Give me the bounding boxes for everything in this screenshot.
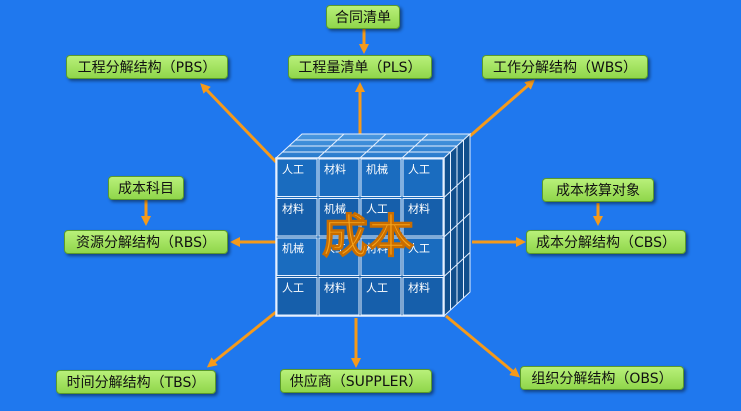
cube-cell-label: 机械 [366, 162, 388, 176]
arrow-cube-to-tbs [206, 310, 277, 368]
cube-cell [318, 198, 360, 237]
cube-cell [318, 237, 360, 276]
node-wbs: 工作分解结构（WBS） [482, 55, 648, 79]
cube-cell [360, 158, 402, 197]
cube-cell-label: 人工 [324, 242, 346, 255]
cube-cell [276, 277, 318, 316]
cube-cell [276, 198, 318, 237]
cube-cell-label: 材料 [408, 202, 430, 216]
cube-cell [402, 158, 444, 197]
cube-front-cells: 人工材料机械人工材料机械人工材料机械人工材料人工人工材料人工材料 [276, 158, 444, 316]
node-pbs: 工程分解结构（PBS） [66, 55, 228, 79]
cube-cell-label: 材料 [408, 281, 430, 295]
cube-cell [402, 237, 444, 276]
arrows-layer [141, 29, 603, 378]
node-cbs: 成本分解结构（CBS） [526, 230, 686, 254]
node-tbs: 时间分解结构（TBS） [56, 370, 216, 394]
cube-cell [276, 158, 318, 197]
arrow-cube-to-pbs [200, 83, 278, 164]
node-pls: 工程量清单（PLS） [288, 55, 432, 79]
cube-cell [318, 158, 360, 197]
cube-cell [276, 237, 318, 276]
cube-cell-label: 人工 [408, 242, 430, 255]
node-cost-accounting-object: 成本核算对象 [542, 178, 654, 202]
cost-cube: 人工材料机械人工材料机械人工材料机械人工材料人工人工材料人工材料 [274, 132, 472, 318]
cube-top-grid-line [401, 133, 429, 159]
node-supplier: 供应商（SUPPLER） [280, 369, 432, 393]
cube-cell-label: 材料 [324, 162, 346, 176]
cube-cell-label: 材料 [324, 281, 346, 295]
cube-top-grid [282, 133, 464, 159]
node-contract-list: 合同清单 [326, 5, 400, 29]
node-cost-subject: 成本科目 [108, 176, 184, 200]
node-rbs: 资源分解结构（RBS） [64, 230, 228, 254]
cube-cell-label: 人工 [366, 203, 388, 216]
cube-cell-label: 人工 [282, 163, 304, 176]
cube-cell-label: 机械 [324, 202, 346, 216]
cube-cell [360, 237, 402, 276]
arrow-cube-to-obs [445, 314, 521, 378]
cube-cell [360, 198, 402, 237]
arrow-cube-to-wbs [469, 79, 536, 138]
cube-cell-label: 材料 [282, 202, 304, 216]
cube-cell-label: 人工 [408, 163, 430, 176]
cube-cell-label: 材料 [366, 241, 388, 255]
cube-right-grid-line [443, 252, 471, 277]
cube-right-grid [443, 140, 471, 310]
cube-cell-label: 人工 [282, 282, 304, 295]
cube-cell [402, 198, 444, 237]
cube-cell [402, 277, 444, 316]
node-obs: 组织分解结构（OBS） [520, 366, 684, 390]
cube-cell-label: 机械 [282, 241, 304, 255]
cube-cell-label: 人工 [366, 282, 388, 295]
cube-cell [318, 277, 360, 316]
cube-cell [360, 277, 402, 316]
center-label: 成本 [322, 209, 414, 263]
